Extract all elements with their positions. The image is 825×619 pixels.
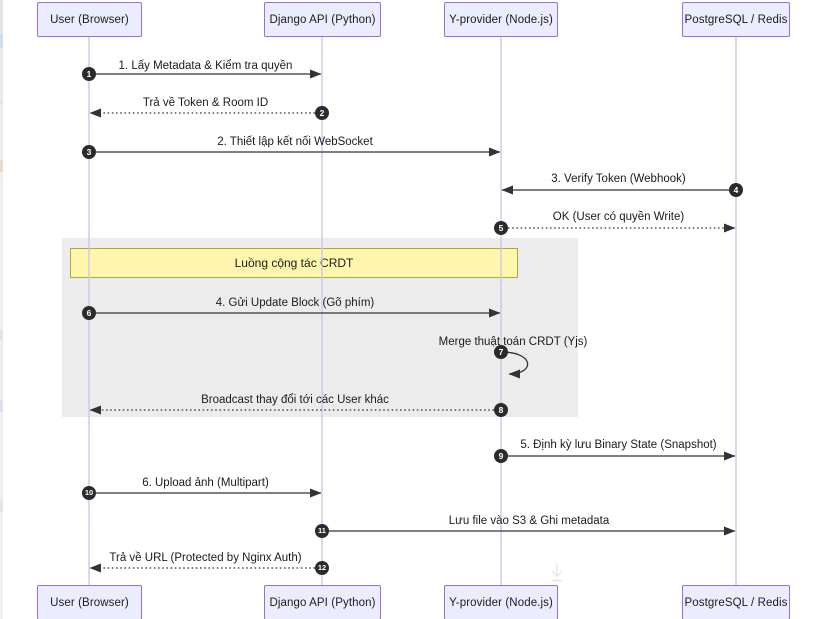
participant-label: User (Browser) [50,596,129,609]
participant-django-footer[interactable]: Django API (Python) [264,585,381,619]
participant-label: Django API (Python) [269,13,376,26]
sequence-badge-1: 1 [82,67,96,81]
participant-user-header[interactable]: User (Browser) [37,2,142,37]
download-icon [551,563,563,582]
sequence-badge-8: 8 [494,403,508,417]
participant-django-header[interactable]: Django API (Python) [264,2,381,37]
sequence-badge-10: 10 [82,486,96,500]
message-label-3: 2. Thiết lập kết nối WebSocket [217,136,373,148]
message-label-6: 4. Gửi Update Block (Gõ phím) [215,297,375,309]
message-label-8: Broadcast thay đổi tới các User khác [201,394,389,406]
message-label-11: Lưu file vào S3 & Ghi metadata [448,515,610,527]
sequence-badge-3: 3 [82,145,96,159]
sequence-badge-7: 7 [494,345,508,359]
message-label-10: 6. Upload ảnh (Multipart) [142,477,269,489]
sequence-badge-6: 6 [82,306,96,320]
page-edge-artifact [0,0,3,619]
message-label-4: 3. Verify Token (Webhook) [551,173,686,185]
participant-user-footer[interactable]: User (Browser) [37,585,142,619]
participant-label: User (Browser) [50,13,129,26]
message-arrow-7 [500,351,529,379]
participant-yprov-footer[interactable]: Y-provider (Node.js) [444,585,558,619]
sequence-badge-9: 9 [494,449,508,463]
sequence-badge-11: 11 [315,524,329,538]
sequence-badge-2: 2 [315,106,329,120]
message-label-5: OK (User có quyền Write) [552,211,685,223]
sequence-badge-4: 4 [729,183,743,197]
message-label-9: 5. Định kỳ lưu Binary State (Snapshot) [520,439,717,451]
sequence-badge-12: 12 [315,561,329,575]
message-label-2: Trả về Token & Room ID [142,97,269,109]
message-label-1: 1. Lấy Metadata & Kiểm tra quyền [118,60,293,72]
crdt-region-note: Luồng cộng tác CRDT [70,248,518,278]
participant-yprov-header[interactable]: Y-provider (Node.js) [444,2,558,37]
sequence-badge-5: 5 [494,221,508,235]
participant-label: Django API (Python) [269,596,376,609]
message-label-7: Merge thuật toán CRDT (Yjs) [438,336,588,348]
participant-postgres-header[interactable]: PostgreSQL / Redis [682,2,790,37]
participant-postgres-footer[interactable]: PostgreSQL / Redis [682,585,790,619]
message-label-12: Trả về URL (Protected by Nginx Auth) [109,552,302,564]
participant-label: Y-provider (Node.js) [449,596,553,609]
participant-label: Y-provider (Node.js) [449,13,553,26]
participant-label: PostgreSQL / Redis [684,13,788,26]
participant-label: PostgreSQL / Redis [684,596,788,609]
